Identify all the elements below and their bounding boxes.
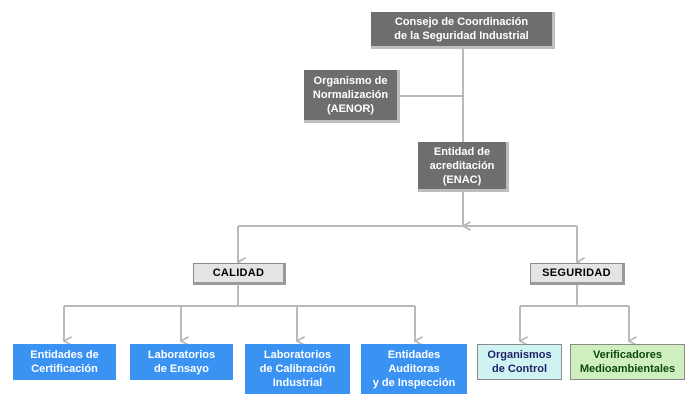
laboratorios-calibracion-box: Laboratorios de Calibración Industrial xyxy=(245,344,350,394)
calidad-box: CALIDAD xyxy=(193,263,286,285)
seguridad-box: SEGURIDAD xyxy=(530,263,625,285)
organismos-control-box: Organismos de Control xyxy=(477,344,562,380)
verificadores-medioambientales-box: Verificadores Medioambientales xyxy=(570,344,685,380)
enac-box: Entidad de acreditación (ENAC) xyxy=(418,142,509,192)
aenor-box: Organismo de Normalización (AENOR) xyxy=(304,70,400,123)
consejo-coordinacion-box: Consejo de Coordinación de la Seguridad … xyxy=(371,12,555,49)
laboratorios-ensayo-box: Laboratorios de Ensayo xyxy=(130,344,233,380)
entidades-auditoras-box: Entidades Auditoras y de Inspección xyxy=(361,344,467,394)
entidades-certificacion-box: Entidades de Certificación xyxy=(13,344,116,380)
